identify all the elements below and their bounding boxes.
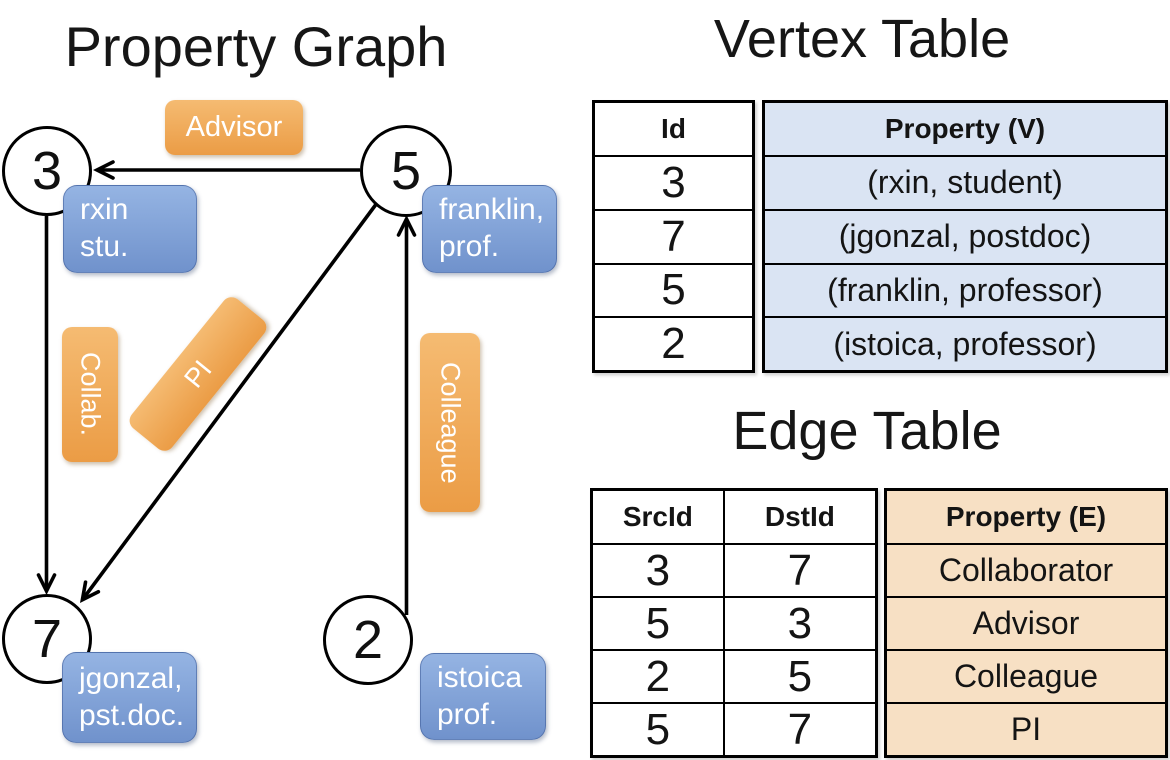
node-5-property-box: franklin, prof. [422,185,557,273]
property-graph-title: Property Graph [64,15,448,78]
node-3: 3 [2,126,92,216]
vertex-table-header-property: Property (V) [884,113,1046,144]
edge-table-property-cell: Advisor [887,596,1165,649]
vertex-table-property-column: Property (V) (rxin, student) (jgonzal, p… [762,100,1168,373]
node-3-id: 3 [31,141,63,201]
edge-table-src-cell: 5 [593,596,723,649]
vertex-table-property-cell: (franklin, professor) [765,262,1165,317]
vertex-table-id-cell: 3 [595,155,752,209]
edge-arrow-5-to-7 [83,201,379,599]
node-3-property-line1: rxin [80,193,129,227]
node-7-property-line2: pst.doc. [79,698,185,732]
edge-table-header-srcid: SrcId [622,501,693,532]
node-2-id: 2 [352,610,384,670]
edge-table-header-dstid: DstId [722,491,875,543]
vertex-table-property-cell: (rxin, student) [765,155,1165,209]
node-7-id: 7 [31,609,63,669]
node-5-property-line2: prof. [439,230,500,263]
edge-table-dst-cell: 5 [722,649,875,702]
node-2-property-box: istoica prof. [420,653,546,740]
vertex-table-title: Vertex Table [713,9,1011,69]
edge-table-header-property: Property (E) [945,501,1107,532]
vertex-table-property-cell: (istoica, professor) [765,316,1165,370]
node-2-property-line1: istoica [437,660,523,694]
vertex-table-id-column: Id 3 7 5 2 [592,100,755,373]
edge-table-src-cell: 5 [593,702,723,755]
node-3-property-line2: stu. [80,230,129,263]
vertex-table-id-cell: 7 [595,208,752,263]
edge-table-title: Edge Table [732,401,1002,461]
edge-table-dst-cell: 3 [722,596,875,649]
node-2: 2 [323,595,413,685]
node-5-id: 5 [390,141,422,201]
vertex-table-id-cell: 2 [595,316,752,370]
edge-table-src-cell: 2 [593,649,723,702]
node-7-property-line1: jgonzal, [79,661,183,695]
vertex-table-header-id: Id [661,113,686,144]
edge-table-property-column: Property (E) Collaborator Advisor Collea… [884,488,1168,758]
edge-table-dst-cell: 7 [722,702,875,755]
node-3-property-box: rxin stu. [63,185,197,273]
node-5: 5 [360,125,452,217]
vertex-table-id-cell: 5 [595,262,752,317]
edge-label-colleague: Colleague [420,333,480,512]
edge-table-dst-cell: 7 [722,543,875,596]
vertex-table-property-cell: (jgonzal, postdoc) [765,208,1165,263]
edge-label-collab: Collab. [62,327,118,462]
edge-label-advisor: Advisor [165,100,303,155]
node-7-property-box: jgonzal, pst.doc. [62,652,197,743]
edge-table-srcdst-columns: SrcId DstId 3 7 5 3 2 5 5 7 [590,488,878,758]
edge-table-src-cell: 3 [593,543,723,596]
node-2-property-line2: prof. [437,697,498,731]
edge-table-property-cell: Colleague [887,649,1165,702]
edge-table-property-cell: PI [887,702,1165,755]
edge-table-property-cell: Collaborator [887,543,1165,596]
node-5-property-line1: franklin, [439,193,545,227]
